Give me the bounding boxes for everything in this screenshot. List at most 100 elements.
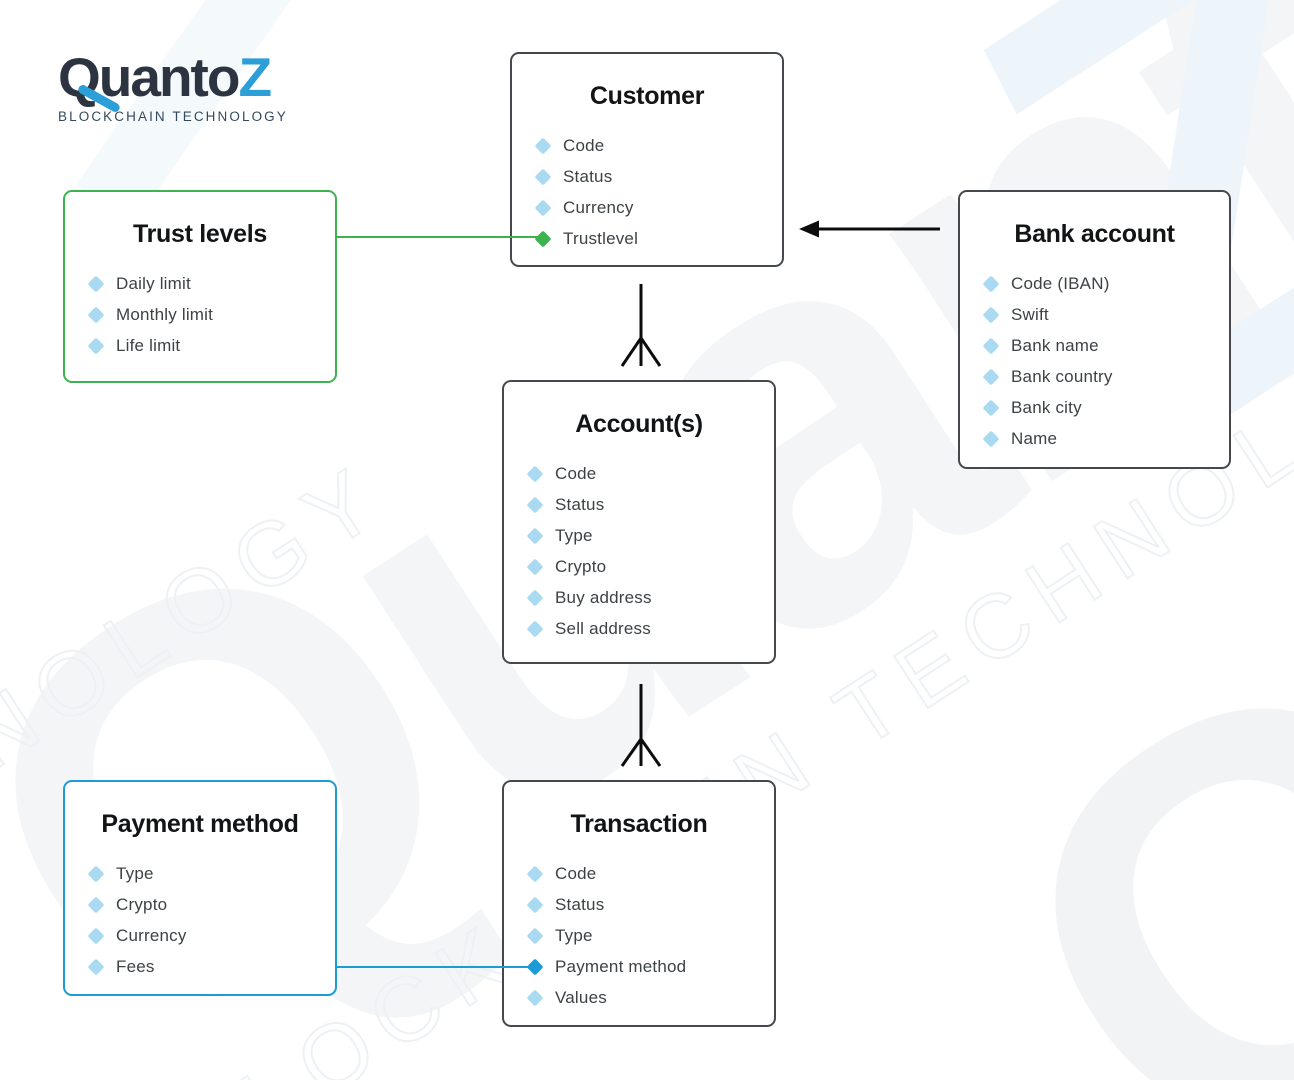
field-label: Type [116, 863, 154, 883]
entity-accounts-title: Account(s) [575, 410, 703, 438]
diamond-icon [526, 989, 544, 1006]
field-label: Code [563, 135, 605, 155]
diamond-icon-blue [526, 958, 544, 975]
field-trust-daily-limit: Daily limit [87, 268, 327, 299]
field-bank-city: Bank city [982, 392, 1221, 423]
field-label: Code [555, 463, 597, 483]
diamond-icon [982, 337, 1000, 354]
crow-foot-left-prong [620, 738, 643, 767]
field-accounts-type: Type [526, 520, 766, 551]
field-label: Daily limit [116, 273, 191, 293]
entity-trust-levels: Trust levels Daily limit Monthly limit L… [63, 190, 337, 383]
field-bank-holder-name: Name [982, 423, 1221, 454]
field-transaction-code: Code [526, 858, 766, 889]
field-trust-life-limit: Life limit [87, 330, 327, 361]
field-label: Crypto [116, 894, 168, 914]
diamond-icon [526, 620, 544, 637]
entity-customer-fields: Code Status Currency Trustlevel [534, 130, 774, 254]
diamond-icon [526, 589, 544, 606]
field-label: Bank city [1011, 397, 1082, 417]
logo-tagline: BLOCKCHAIN TECHNOLOGY [58, 109, 288, 124]
entity-payment-method: Payment method Type Crypto Currency Fees [63, 780, 337, 996]
field-bank-swift: Swift [982, 299, 1221, 330]
field-label: Name [1011, 428, 1058, 448]
field-label: Code [555, 863, 597, 883]
field-label: Type [555, 925, 593, 945]
field-label: Currency [563, 197, 634, 217]
field-payment-type: Type [87, 858, 327, 889]
field-label: Crypto [555, 556, 607, 576]
relationship-bank-account-to-customer [799, 220, 940, 238]
field-label: Sell address [555, 618, 651, 638]
entity-accounts-fields: Code Status Type Crypto Buy address Sell… [526, 458, 766, 644]
field-transaction-values: Values [526, 982, 766, 1013]
crow-foot-right-prong [639, 337, 662, 367]
diamond-icon [534, 137, 552, 154]
field-payment-crypto: Crypto [87, 889, 327, 920]
field-bank-code-iban: Code (IBAN) [982, 268, 1221, 299]
diamond-icon [982, 430, 1000, 447]
field-label: Life limit [116, 335, 181, 355]
field-accounts-status: Status [526, 489, 766, 520]
diamond-icon [526, 527, 544, 544]
field-label: Status [563, 166, 613, 186]
logo-text-accent: Z [238, 46, 272, 108]
entity-trust-levels-fields: Daily limit Monthly limit Life limit [87, 268, 327, 361]
entity-transaction-fields: Code Status Type Payment method Values [526, 858, 766, 1013]
diamond-icon [982, 275, 1000, 292]
diamond-icon [982, 306, 1000, 323]
entity-transaction-title: Transaction [570, 810, 708, 838]
diamond-icon [526, 865, 544, 882]
diamond-icon [87, 865, 105, 882]
field-customer-status: Status [534, 161, 774, 192]
field-label: Currency [116, 925, 187, 945]
diamond-icon [526, 927, 544, 944]
field-label: Buy address [555, 587, 652, 607]
field-customer-trustlevel: Trustlevel [534, 223, 774, 254]
entity-payment-method-title: Payment method [101, 810, 299, 838]
field-label: Payment method [555, 956, 687, 976]
diamond-icon [87, 927, 105, 944]
field-label: Bank name [1011, 335, 1099, 355]
field-label: Fees [116, 956, 155, 976]
diamond-icon [982, 399, 1000, 416]
diamond-icon [534, 168, 552, 185]
field-label: Code (IBAN) [1011, 273, 1110, 293]
crow-foot-right-prong [639, 738, 662, 767]
entity-payment-method-fields: Type Crypto Currency Fees [87, 858, 327, 982]
relationship-accounts-to-transaction [620, 684, 662, 767]
entity-bank-account: Bank account Code (IBAN) Swift Bank name… [958, 190, 1231, 469]
field-label: Bank country [1011, 366, 1113, 386]
field-label: Swift [1011, 304, 1049, 324]
arrowhead-left-icon [799, 220, 819, 238]
crow-foot-left-prong [620, 337, 643, 367]
field-label: Monthly limit [116, 304, 214, 324]
entity-customer-title: Customer [589, 82, 705, 110]
diamond-icon [87, 275, 105, 292]
field-payment-currency: Currency [87, 920, 327, 951]
entity-bank-account-title: Bank account [1014, 220, 1175, 248]
diamond-icon [534, 199, 552, 216]
field-accounts-sell-address: Sell address [526, 613, 766, 644]
diamond-icon [87, 306, 105, 323]
field-transaction-type: Type [526, 920, 766, 951]
diamond-icon [526, 465, 544, 482]
diamond-icon [87, 896, 105, 913]
field-transaction-payment-method: Payment method [526, 951, 766, 982]
field-trust-monthly-limit: Monthly limit [87, 299, 327, 330]
relationship-customer-to-accounts [620, 284, 662, 367]
logo-text-main: Quanto [58, 46, 240, 108]
entity-accounts: Account(s) Code Status Type Crypto Buy a… [502, 380, 776, 664]
diamond-icon [526, 558, 544, 575]
field-accounts-crypto: Crypto [526, 551, 766, 582]
field-label: Status [555, 494, 605, 514]
field-customer-currency: Currency [534, 192, 774, 223]
field-accounts-buy-address: Buy address [526, 582, 766, 613]
field-label: Trustlevel [563, 228, 639, 248]
diamond-icon-green [534, 230, 552, 247]
diamond-icon [526, 496, 544, 513]
field-label: Values [555, 987, 607, 1007]
field-label: Type [555, 525, 593, 545]
field-bank-country: Bank country [982, 361, 1221, 392]
diamond-icon [87, 958, 105, 975]
